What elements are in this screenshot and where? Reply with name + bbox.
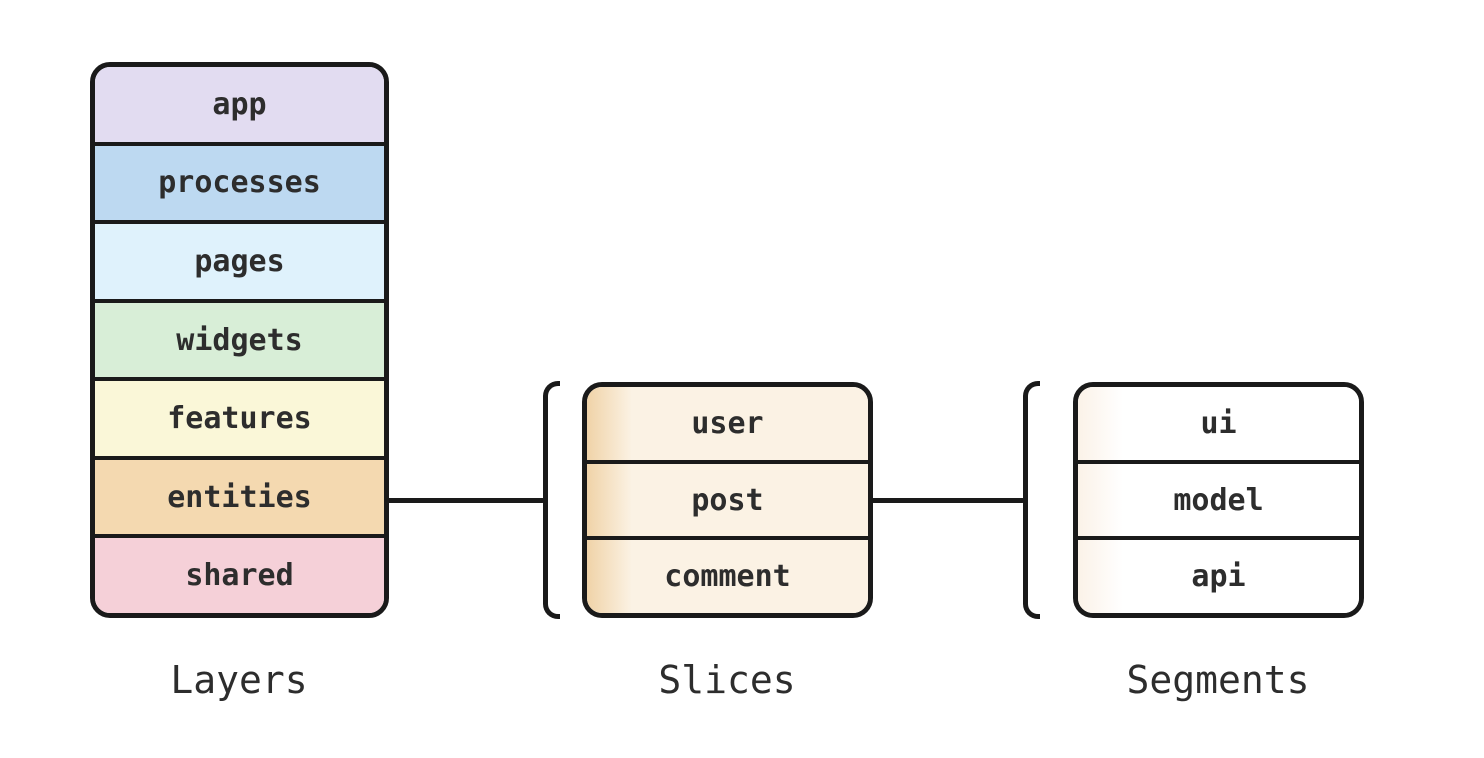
slice-row-user: user (587, 387, 868, 460)
segments-stack: ui model api (1073, 382, 1364, 618)
layers-stack: app processes pages widgets features ent… (90, 62, 389, 618)
slice-row-comment: comment (587, 536, 868, 613)
slices-stack: user post comment (582, 382, 873, 618)
connector-slices-to-segments (870, 498, 1025, 503)
layer-label-entities: entities (167, 479, 312, 515)
segment-row-ui: ui (1078, 387, 1359, 460)
layer-row-features: features (95, 377, 384, 456)
slices-bracket-icon (543, 381, 560, 619)
layer-row-processes: processes (95, 141, 384, 221)
segment-row-model: model (1078, 459, 1359, 537)
layer-row-app: app (95, 67, 384, 142)
segments-caption: Segments (1126, 658, 1310, 702)
segment-label-api: api (1191, 559, 1246, 595)
connector-layers-to-slices (386, 498, 545, 503)
layer-row-shared: shared (95, 534, 384, 613)
layers-caption: Layers (170, 658, 308, 702)
layer-row-entities: entities (95, 455, 384, 535)
slice-row-post: post (587, 459, 868, 537)
layer-row-widgets: widgets (95, 298, 384, 378)
slice-label-comment: comment (664, 559, 791, 595)
slice-label-user: user (691, 405, 764, 441)
slices-caption: Slices (658, 658, 796, 702)
segment-label-ui: ui (1200, 405, 1237, 441)
layer-row-pages: pages (95, 220, 384, 299)
segment-row-api: api (1078, 536, 1359, 613)
segment-label-model: model (1173, 482, 1264, 518)
slice-label-post: post (691, 482, 764, 518)
layer-label-widgets: widgets (176, 322, 303, 358)
layer-label-app: app (212, 86, 267, 122)
layer-label-pages: pages (194, 243, 285, 279)
layer-label-shared: shared (185, 558, 294, 594)
layer-label-processes: processes (158, 165, 321, 201)
layer-label-features: features (167, 401, 312, 437)
segments-bracket-icon (1023, 381, 1040, 619)
